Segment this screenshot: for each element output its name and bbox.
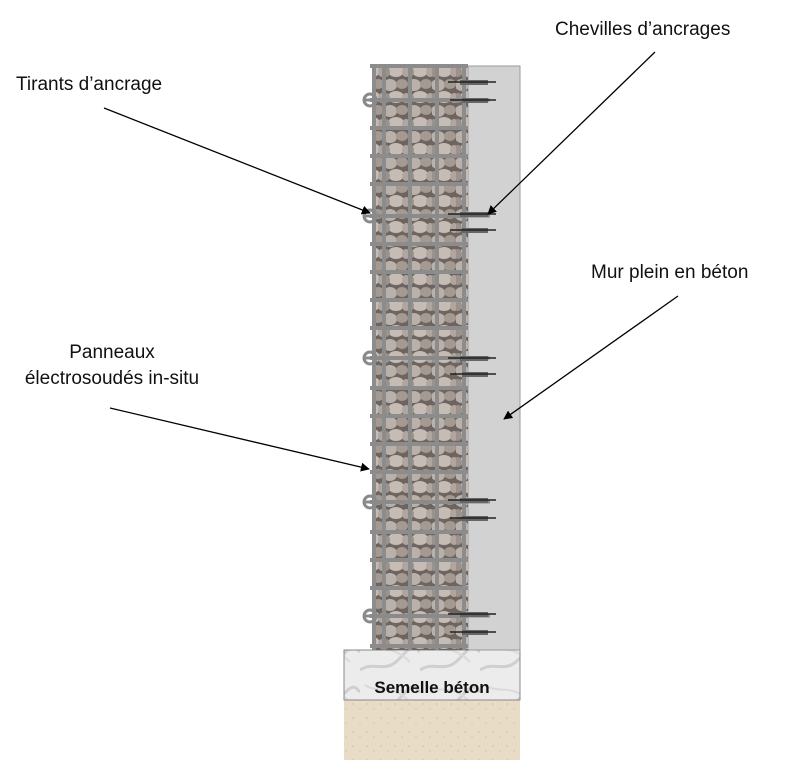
label-panneaux-line2: électrosoudés in-situ — [24, 368, 200, 389]
label-chevilles: Chevilles d’ancrages — [555, 19, 731, 40]
arrow-panneaux — [109, 407, 370, 472]
arrow-chevilles — [487, 51, 656, 215]
label-panneaux-line1: Panneaux — [69, 342, 155, 363]
soil — [344, 700, 520, 760]
label-panneaux: Panneaux électrosoudés in-situ — [0, 340, 224, 392]
label-semelle: Semelle béton — [374, 678, 490, 697]
arrow-mur — [503, 295, 679, 420]
arrow-tirants — [103, 107, 371, 215]
concrete-footing — [343, 649, 521, 701]
label-tirants: Tirants d’ancrage — [16, 74, 163, 95]
label-mur: Mur plein en béton — [591, 262, 749, 283]
leader-arrows — [103, 51, 679, 472]
